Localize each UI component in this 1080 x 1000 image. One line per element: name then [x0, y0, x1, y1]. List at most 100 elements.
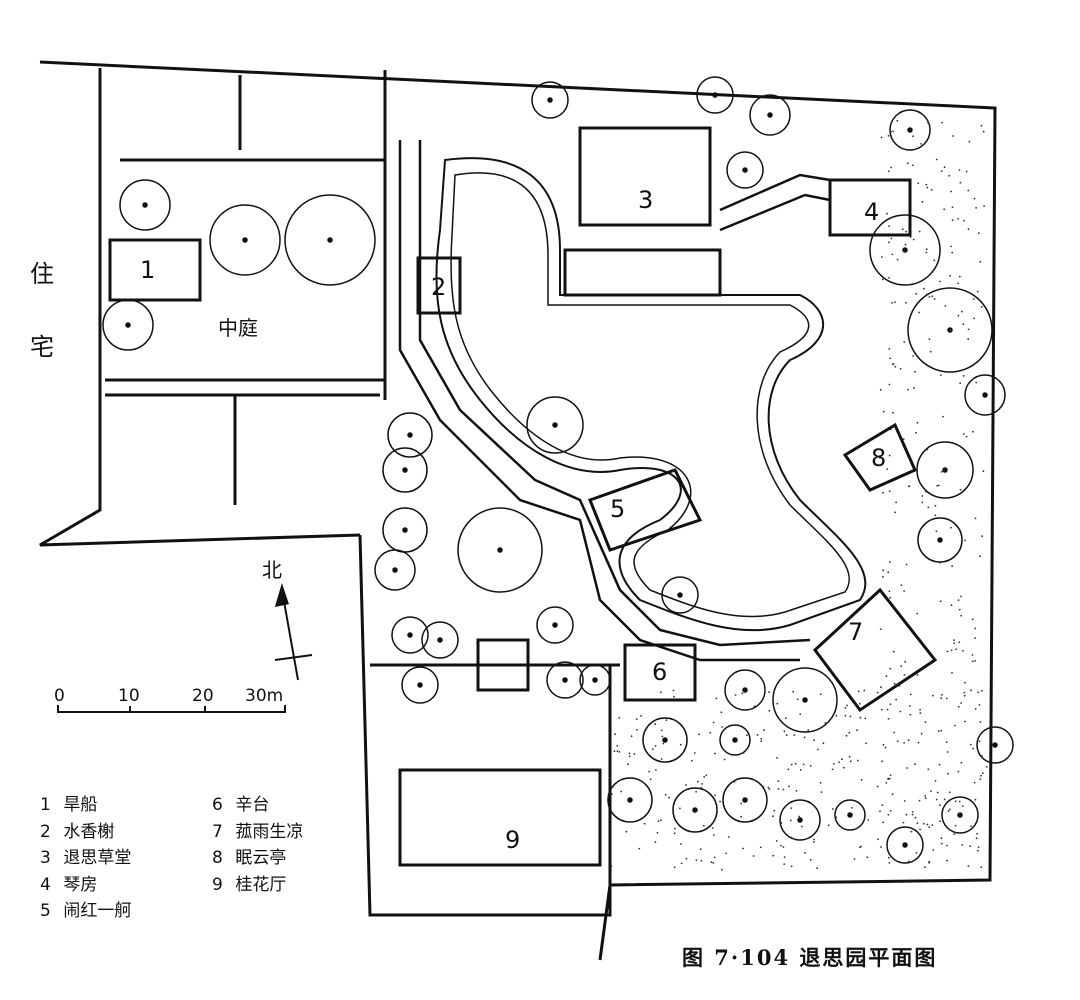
stipple-dot — [863, 689, 866, 692]
tree-symbol — [889, 109, 931, 151]
stipple-dot — [932, 694, 934, 697]
stipple-dot — [900, 584, 903, 587]
stipple-dot — [910, 830, 913, 833]
tree-symbol — [546, 661, 584, 699]
stipple-dot — [914, 763, 916, 766]
stipple-dot — [954, 824, 957, 827]
tree-trunk-dot — [627, 797, 633, 803]
stipple-dot — [673, 695, 675, 698]
stipple-dot — [979, 261, 982, 263]
stipple-dot — [895, 501, 897, 504]
stipple-dot — [925, 248, 928, 251]
tree-symbol — [607, 777, 653, 823]
stipple-dot — [917, 182, 920, 185]
stipple-dot — [719, 800, 721, 803]
stipple-dot — [838, 761, 840, 764]
stipple-dot — [882, 491, 884, 494]
stipple-dot — [616, 750, 619, 753]
stipple-dot — [925, 293, 928, 296]
stipple-dot — [918, 230, 921, 233]
stipple-dot — [879, 628, 882, 630]
stipple-dot — [865, 742, 867, 745]
stipple-dot — [790, 865, 793, 868]
stipple-dot — [892, 130, 894, 133]
stipple-dot — [940, 729, 943, 732]
tree-symbol — [526, 396, 584, 454]
stipple-dot — [916, 421, 919, 424]
stipple-dot — [898, 685, 901, 687]
stipple-dot — [660, 729, 663, 732]
stipple-dot — [972, 747, 974, 750]
legend-num: 3 — [40, 848, 51, 868]
stipple-dot — [975, 381, 978, 384]
stipple-dot — [768, 691, 770, 693]
stipple-dot — [937, 484, 940, 487]
stipple-dot — [924, 797, 927, 799]
stipple-dot — [958, 800, 961, 803]
stipple-dot — [974, 798, 977, 801]
stipple-dot — [882, 575, 884, 578]
stipple-dot — [768, 709, 771, 712]
stipple-dot — [948, 808, 951, 811]
stipple-dot — [656, 831, 659, 834]
stipple-dot — [809, 765, 812, 767]
stipple-dot — [880, 686, 882, 689]
stipple-dot — [813, 841, 815, 843]
legend-name: 琴房 — [63, 874, 98, 895]
stipple-dot — [701, 783, 704, 785]
stipple-dot — [714, 794, 716, 797]
stipple-dot — [938, 763, 941, 766]
stipple-dot — [957, 770, 960, 773]
stipple-dot — [793, 734, 796, 736]
stipple-dot — [807, 729, 810, 732]
stipple-dot — [752, 855, 755, 857]
stipple-dot — [833, 763, 835, 765]
stipple-dot — [967, 228, 970, 231]
stipple-dot — [934, 504, 937, 507]
stipple-dot — [950, 245, 952, 248]
stipple-dot — [915, 852, 918, 854]
stipple-dot — [905, 813, 908, 816]
site-number-2: 2 — [431, 273, 447, 301]
tree-trunk-dot — [992, 742, 998, 748]
stipple-dot — [906, 767, 909, 769]
stipple-dot — [916, 674, 919, 676]
stipple-dot — [912, 238, 915, 241]
tree-trunk-dot — [662, 737, 668, 743]
stipple-dot — [788, 785, 790, 788]
stipple-dot — [963, 219, 965, 222]
scale-tick-10: 10 — [118, 686, 140, 706]
stipple-dot — [896, 740, 899, 743]
stipple-dot — [958, 275, 961, 278]
legend-num: 4 — [40, 874, 51, 895]
stipple-dot — [964, 720, 966, 723]
tree-trunk-dot — [767, 112, 773, 118]
stipple-dot — [709, 731, 712, 734]
stipple-dot — [915, 292, 918, 295]
stipple-dot — [849, 760, 852, 763]
stipple-dot — [953, 833, 956, 835]
stipple-dot — [741, 692, 744, 695]
legend-num: 6 — [212, 795, 223, 815]
stipple-dot — [790, 763, 793, 766]
stipple-dot — [921, 495, 924, 497]
stipple-dot — [889, 596, 891, 599]
stipple-dot — [848, 755, 851, 758]
stipple-dot — [679, 807, 681, 810]
stipple-dot — [953, 639, 955, 641]
legend-num: 2 — [40, 821, 51, 842]
tree-symbol — [719, 724, 751, 756]
stipple-dot — [643, 822, 646, 825]
stipple-dot — [712, 721, 715, 724]
stipple-dot — [849, 715, 852, 718]
stipple-dot — [715, 697, 718, 700]
tree-symbol — [536, 606, 574, 644]
stipple-dot — [950, 604, 953, 607]
stipple-dot — [848, 731, 851, 734]
stipple-dot — [698, 733, 700, 736]
stipple-dot — [857, 690, 860, 693]
stipple-dot — [740, 815, 743, 818]
tree-trunk-dot — [125, 322, 131, 328]
stipple-dot — [660, 758, 663, 760]
